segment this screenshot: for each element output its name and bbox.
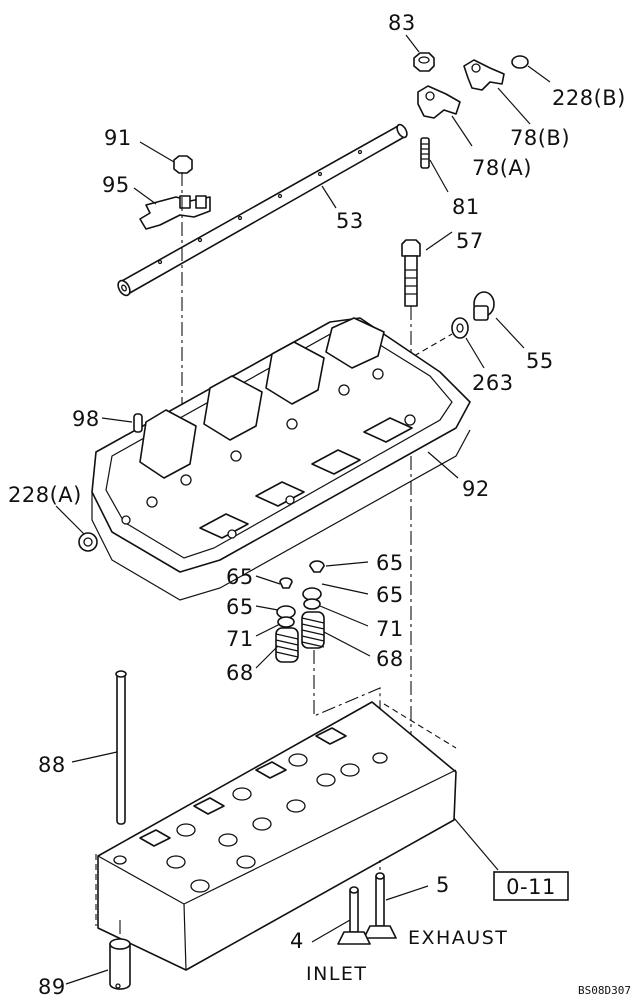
push-rod-88 [115,670,127,825]
plug-55 [473,291,495,321]
cap-228a [78,532,98,552]
seat-71-right [303,598,321,610]
cylinder-head [95,701,457,971]
leader-68-a [255,645,279,669]
callout-95: 95 [102,173,130,197]
leader-83 [405,34,420,53]
rocker-housing-92 [91,317,471,601]
bracket-95 [139,195,211,230]
reference-box: 0-11 [493,871,569,901]
leader-53 [321,185,337,209]
callout-91: 91 [104,126,132,150]
spring-68-left [275,627,299,663]
leader-65-a [325,561,369,567]
leader-263 [465,337,485,369]
callout-81: 81 [452,195,480,219]
callout-78a: 78(A) [472,156,532,180]
leader-71-b [319,605,369,627]
callout-92: 92 [462,477,490,501]
callout-88: 88 [38,753,66,777]
callout-65-c: 65 [376,583,404,607]
callout-5: 5 [436,873,450,897]
callout-98: 98 [72,407,100,431]
leader-5 [385,885,429,901]
leader-95 [133,187,157,205]
leader-89 [65,969,109,985]
callout-65-b: 65 [226,565,254,589]
inlet-label: INLET [306,963,368,985]
collet-65-upper-left [279,577,293,589]
leader-65-d [255,605,279,611]
callout-228b: 228(B) [552,86,626,110]
leader-0-11 [453,817,499,871]
callout-65-a: 65 [376,551,404,575]
rocker-shaft-53 [117,123,408,297]
hidden-line-plug [413,333,453,357]
leader-91 [139,141,175,163]
callout-4: 4 [290,929,304,953]
adjust-screw-81 [420,137,430,169]
leader-78b [497,87,531,125]
centerline-valves [313,650,381,748]
drawing-code: BS08D307 [578,984,631,997]
callout-83: 83 [388,11,416,35]
leader-71-a [255,623,281,637]
callout-228a: 228(A) [8,483,82,507]
leader-92 [427,451,459,479]
leader-88 [71,751,118,763]
callout-78b: 78(B) [510,126,570,150]
leader-4 [311,919,351,943]
reference-label: 0-11 [506,875,556,899]
callout-71-b: 71 [376,617,404,641]
callout-53: 53 [336,209,364,233]
cap-228b [511,55,529,69]
callout-57: 57 [456,229,484,253]
seat-71-left [277,616,295,628]
nut-83 [413,52,435,72]
exhaust-label: EXHAUST [408,927,508,949]
tappet-89 [109,938,131,990]
leader-228a [55,505,85,535]
inlet-valve-4 [337,886,371,945]
callout-89: 89 [38,975,66,999]
leader-68-b [323,631,371,657]
leader-57 [425,231,453,251]
rocker-arm-78a [417,85,461,119]
washer-263 [451,317,469,339]
leader-65-c [321,583,369,595]
callout-263: 263 [472,371,514,395]
rocker-arm-78b [463,59,505,91]
bolt-57 [401,239,421,307]
callout-68-a: 68 [226,661,254,685]
callout-55: 55 [526,349,554,373]
leader-78a [451,115,473,147]
callout-65-d: 65 [226,595,254,619]
collet-65-upper-right [309,560,325,573]
dowel-98 [133,413,143,433]
leader-65-b [255,575,281,585]
leader-98 [101,417,133,423]
leader-228b [527,65,551,83]
callout-71-a: 71 [226,627,254,651]
spring-68-right [301,611,325,649]
leader-55 [495,317,525,349]
exhaust-valve-5 [363,872,397,939]
nut-91 [173,155,193,174]
callout-68-b: 68 [376,647,404,671]
leader-81 [429,159,449,193]
